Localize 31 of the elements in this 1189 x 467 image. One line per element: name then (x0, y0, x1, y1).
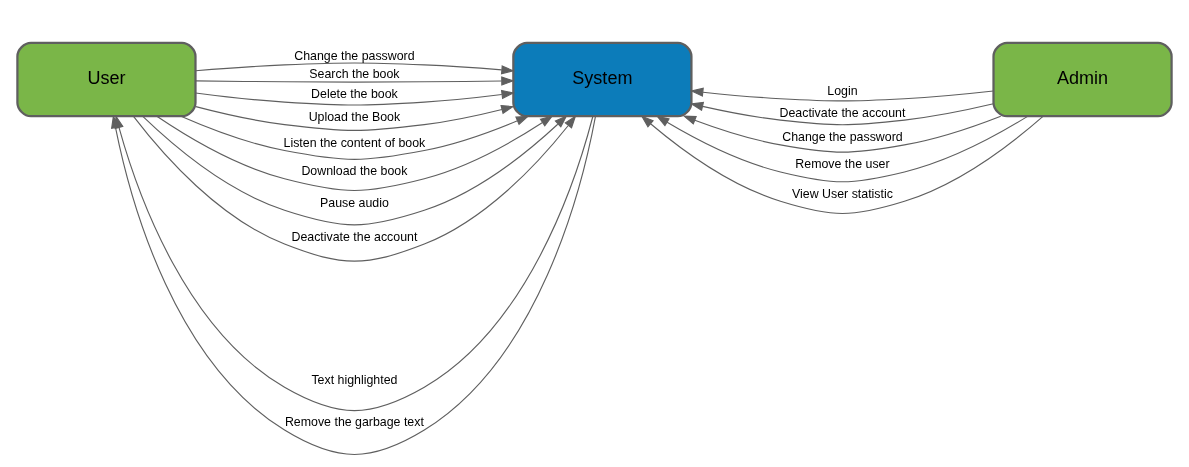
edge-label: Listen the content of book (283, 135, 426, 150)
arrow (156, 114, 554, 191)
edge-label: Pause audio (320, 195, 389, 210)
arrow (682, 115, 1002, 153)
arrow (195, 89, 515, 106)
edge-label: Delete the book (311, 86, 398, 101)
edge-label: View User statistic (792, 186, 893, 201)
arrow (689, 87, 994, 101)
edge-label: Change the password (294, 48, 415, 63)
edge-label: Deactivate the account (779, 105, 906, 120)
arrow (640, 114, 1044, 214)
edge-label: Remove the garbage text (284, 414, 424, 429)
arrow (195, 61, 515, 75)
arrow (689, 101, 994, 125)
edge-label: Remove the user (795, 156, 890, 171)
arrow (655, 115, 1029, 182)
arrow (195, 75, 515, 86)
node-box: User (16, 41, 197, 117)
edge-label: Login (827, 83, 858, 98)
arrow (141, 114, 568, 225)
edge-label: Search the book (309, 66, 400, 81)
edge-label: Deactivate the account (291, 228, 418, 243)
edge-label: Download the book (301, 163, 408, 178)
arrow (195, 104, 515, 131)
arrow (132, 114, 577, 262)
edge-label: Upload the Book (308, 109, 401, 124)
node-box: Admin (992, 41, 1173, 117)
edge-label: Text highlighted (311, 372, 398, 387)
arrow (180, 115, 530, 160)
node-box: System (512, 41, 693, 117)
edge-label: Change the password (782, 129, 903, 144)
